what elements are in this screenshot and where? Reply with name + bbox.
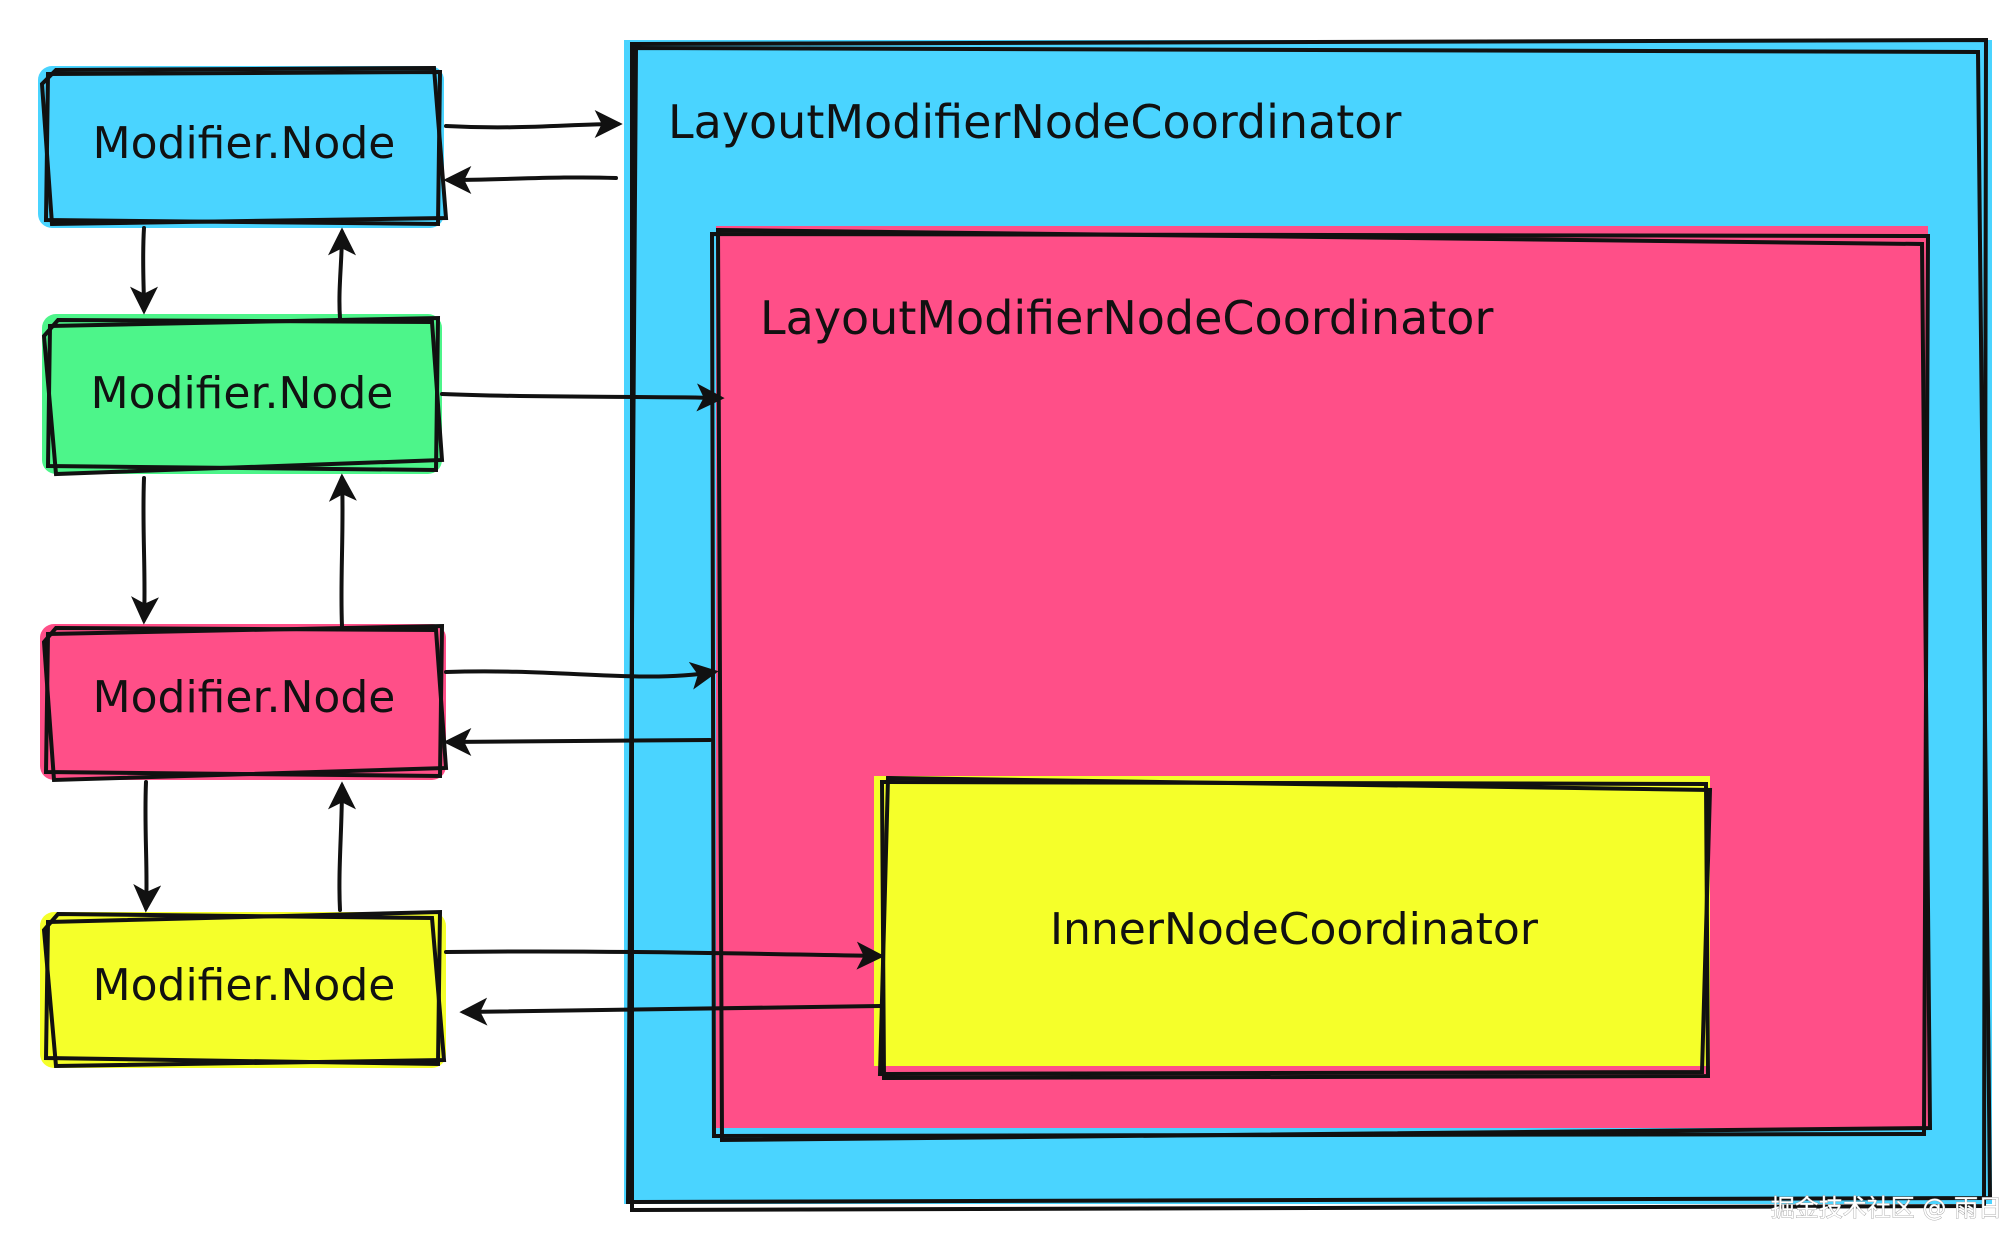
modifier-node-2-label: Modifier.Node (91, 368, 394, 419)
modifier-node-4-label: Modifier.Node (93, 960, 396, 1011)
modifier-node-1-fill (38, 66, 444, 228)
arrow-node3-to-node4 (133, 780, 162, 913)
inner-coordinator-fill (874, 776, 1710, 1066)
coordinator-arrows (440, 110, 885, 1026)
arrow-node1-to-node2 (129, 226, 158, 315)
arrow-node1-to-outer (444, 110, 623, 139)
arrow-outer-to-node1 (443, 165, 618, 194)
watermark: 掘金技术社区 @ 雨日 (1771, 1194, 2002, 1222)
arrow-node3-to-node2 (328, 473, 357, 628)
arrow-node4-to-inner (444, 941, 885, 970)
modifier-node-4-fill (40, 912, 446, 1068)
node-chain-arrows (129, 226, 357, 913)
modifier-node-2: Modifier.Node (41, 314, 445, 477)
arrow-inner-to-node4 (459, 997, 882, 1026)
arrow-node2-to-middle (440, 383, 725, 412)
outer-coordinator-label: LayoutModifierNodeCoordinator (668, 95, 1401, 149)
arrow-node2-to-node1 (327, 227, 356, 320)
inner-coordinator-label: InnerNodeCoordinator (1050, 904, 1539, 955)
arrow-middle-to-node3 (443, 727, 712, 756)
modifier-node-3-fill (40, 624, 446, 780)
modifier-node-3-label: Modifier.Node (93, 672, 396, 723)
arrow-node2-to-node3 (131, 476, 159, 625)
modifier-node-1-label: Modifier.Node (93, 118, 396, 169)
modifier-node-4: Modifier.Node (40, 909, 447, 1069)
arrow-node3-to-middle (444, 661, 719, 690)
modifier-node-3: Modifier.Node (40, 623, 449, 783)
modifier-node-1: Modifier.Node (38, 65, 449, 228)
modifier-node-2-fill (42, 314, 442, 474)
middle-coordinator-label: LayoutModifierNodeCoordinator (760, 291, 1493, 345)
arrow-node4-to-node3 (327, 781, 356, 912)
inner-coordinator: InnerNodeCoordinator (874, 775, 1713, 1081)
